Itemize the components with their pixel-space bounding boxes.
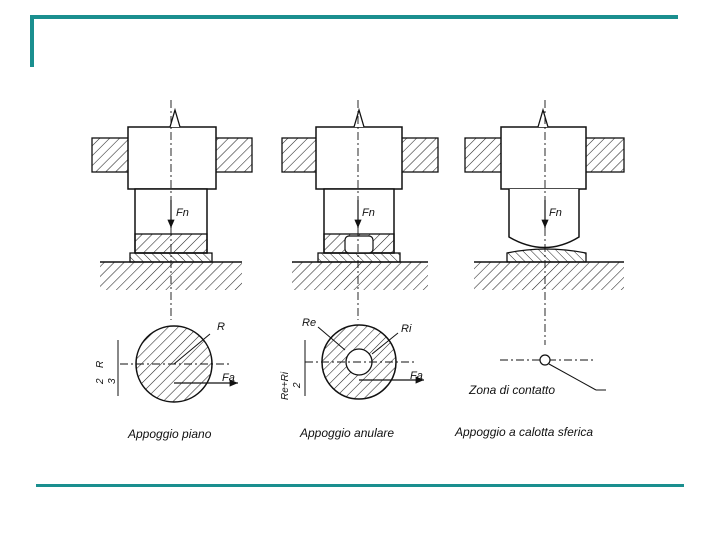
annular-support-elevation [281,100,439,320]
annular-fraction-numerator: Re+Ri [280,371,291,400]
flat-radius-label: R [217,321,225,333]
annular-force-normal-label: Fn [362,207,375,219]
flat-support-elevation [91,100,253,320]
annular-outer-radius-label: Re [302,317,316,329]
slide-frame-top-rule [30,15,678,19]
annular-inner-radius-label: Ri [401,323,412,335]
annular-support-plan [304,324,424,400]
caption-annular-support: Appoggio anulare [299,426,394,440]
flat-force-normal-label: Fn [176,207,189,219]
flat-fraction-numerator: 2 [95,378,106,385]
spherical-force-normal-label: Fn [549,207,562,219]
flat-fraction-denominator: 3 [107,378,118,384]
flat-fraction-dimension: 2 R 3 [95,361,118,385]
spherical-support-plan [500,354,606,391]
flat-axial-force-label: Fa [222,372,235,384]
flat-support-plan [117,325,238,403]
annular-fraction-dimension: Re+Ri 2 [280,371,303,400]
annular-fraction-denominator: 2 [292,382,303,389]
contact-zone-label: Zona di contatto [468,383,555,397]
annular-axial-force-label: Fa [410,370,423,382]
caption-flat-support: Appoggio piano [127,427,212,441]
spherical-support-elevation [464,100,625,345]
caption-spherical-support: Appoggio a calotta sferica [454,425,593,439]
flat-fraction-variable: R [95,361,106,368]
slide-frame-left-rule [30,15,34,67]
slide-frame-bottom-rule [36,484,684,487]
